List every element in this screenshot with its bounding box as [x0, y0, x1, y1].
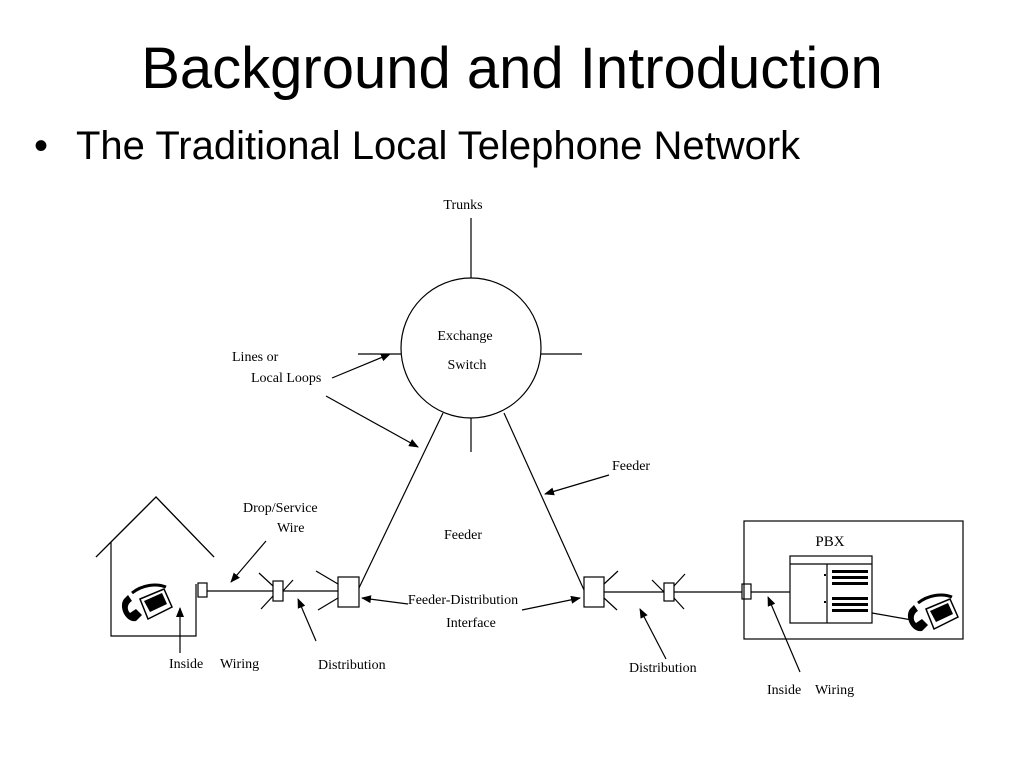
label-lines-or: Lines or: [232, 350, 279, 365]
house-roof: [95, 496, 215, 558]
bullet-item: • The Traditional Local Telephone Network: [34, 122, 800, 170]
feeder-cable-left: [357, 412, 444, 591]
label-drop-service: Drop/Service: [243, 501, 318, 516]
fdi-left-whisker-1: [315, 570, 339, 585]
house-walls: [110, 542, 197, 637]
telephone-icon-right: [907, 593, 959, 632]
label-switch: Switch: [448, 358, 487, 373]
bullet-text: The Traditional Local Telephone Network: [76, 124, 801, 168]
label-feeder-center: Feeder: [444, 528, 482, 543]
terminal-box-left: [272, 580, 284, 602]
pbx-phone-wire: [871, 612, 913, 621]
arrow-drop-wire: [230, 540, 267, 583]
label-pbx: PBX: [815, 534, 844, 550]
pbx-card-slots: [824, 570, 868, 612]
arrow-feeder-right: [544, 474, 610, 496]
label-wire: Wire: [277, 521, 304, 536]
terminal-right-whisker-top: [673, 573, 686, 587]
network-interface-box-right: [741, 583, 752, 600]
label-inside-right: Inside: [767, 683, 801, 698]
feeder-cable-right: [503, 412, 585, 591]
label-wiring-right: Wiring: [815, 683, 854, 698]
arrow-fdi-right: [521, 595, 581, 611]
label-exchange: Exchange: [437, 329, 492, 344]
bullet-dot: •: [34, 124, 49, 168]
label-feeder-distribution: Feeder-Distribution: [408, 593, 518, 608]
arrow-inside-wiring-right: [767, 596, 801, 673]
fdi-left-whisker-2: [317, 597, 339, 611]
terminal-right-whisker-bottom: [673, 597, 685, 610]
label-distribution-left: Distribution: [318, 658, 386, 673]
label-trunks: Trunks: [443, 198, 482, 213]
house-outline: [95, 496, 215, 558]
label-distribution-right: Distribution: [629, 661, 697, 676]
terminal-left-whisker-top: [258, 572, 274, 587]
terminal-left-whisker-right: [282, 579, 294, 592]
label-wiring-left: Wiring: [220, 657, 259, 672]
terminal-box-right: [663, 582, 675, 602]
label-local-loops: Local Loops: [251, 371, 321, 386]
arrow-lines-to-feeder: [325, 395, 419, 448]
pbx-building: [743, 520, 964, 640]
label-feeder-right: Feeder: [612, 459, 650, 474]
fdi-box-right: [583, 576, 605, 608]
arrow-fdi-left: [361, 595, 409, 605]
fdi-right-whisker-2: [603, 597, 618, 611]
slide-title: Background and Introduction: [141, 36, 883, 101]
telephone-icon-left: [121, 583, 173, 622]
terminal-left-whisker-bottom: [260, 595, 274, 610]
arrow-distribution-right: [639, 608, 667, 660]
network-interface-box-left: [197, 582, 208, 598]
label-inside-left: Inside: [169, 657, 203, 672]
fdi-right-whisker-1: [603, 570, 619, 585]
exchange-switch-circle: [400, 277, 542, 419]
label-interface: Interface: [446, 616, 496, 631]
arrow-distribution-left: [297, 598, 317, 642]
terminal-right-whisker-left: [651, 579, 665, 593]
pbx-cabinet: [789, 555, 873, 624]
arrow-lines-to-switch: [331, 353, 391, 379]
fdi-box-left: [337, 576, 360, 608]
